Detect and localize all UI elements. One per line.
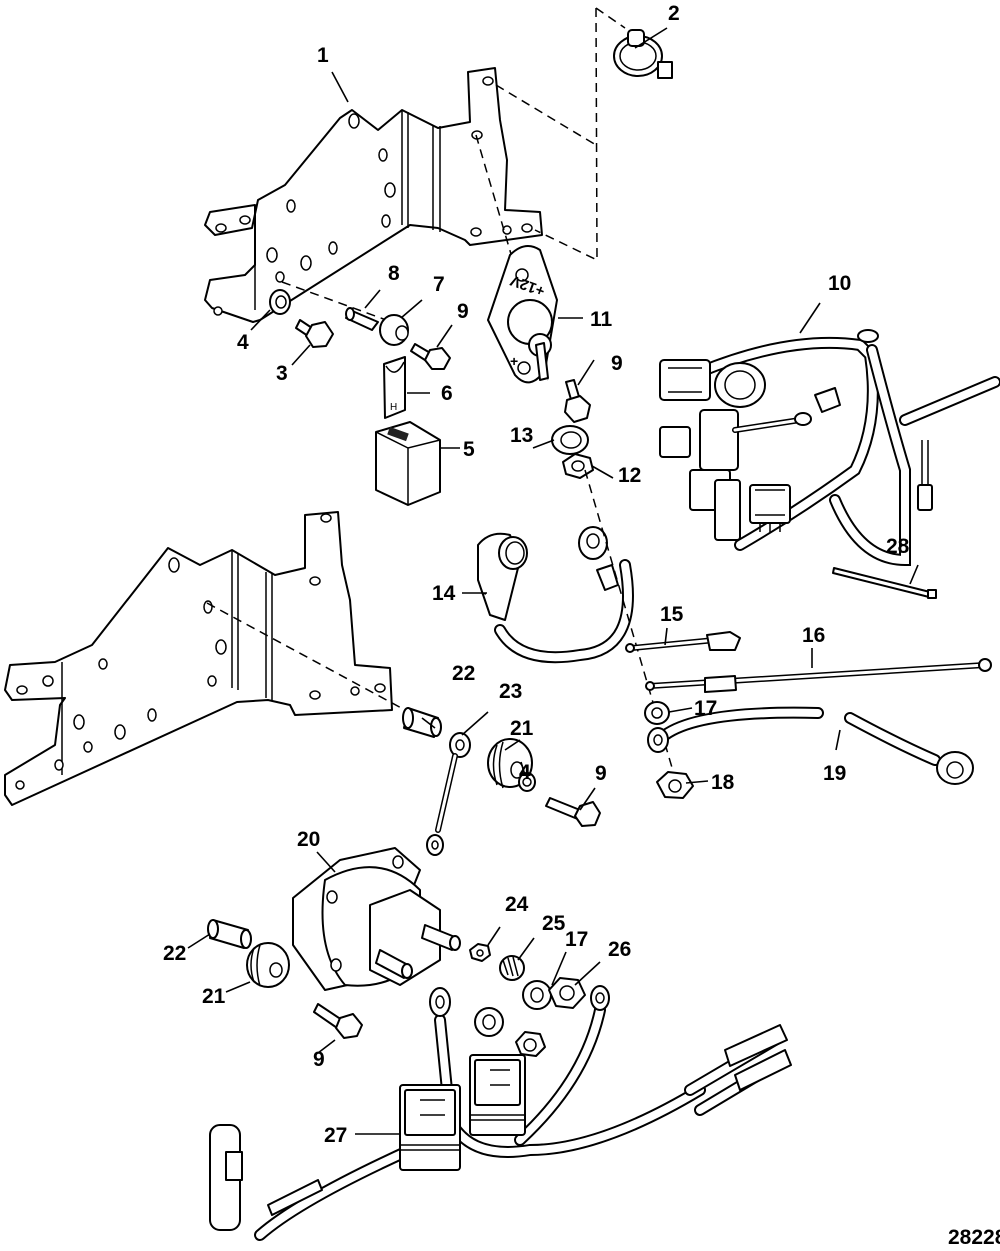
alignment-line bbox=[281, 281, 401, 326]
long-lead-16 bbox=[645, 658, 992, 693]
relay-clip-6: H bbox=[383, 356, 406, 419]
leader-lines bbox=[187, 27, 919, 1135]
callout-5: 5 bbox=[463, 438, 475, 461]
washer-13 bbox=[551, 425, 589, 455]
callout-20: 20 bbox=[297, 828, 320, 851]
upper-mounting-bracket bbox=[204, 67, 543, 323]
alignment-line bbox=[206, 602, 406, 711]
relay-clip-marking: H bbox=[390, 402, 397, 413]
sleeve-8 bbox=[345, 307, 379, 331]
sleeve-22-upper bbox=[402, 707, 442, 738]
washer-4-lower bbox=[518, 772, 536, 792]
callout-28: 28 bbox=[886, 535, 910, 558]
callout-17: 17 bbox=[565, 928, 588, 951]
callout-9: 9 bbox=[611, 352, 623, 375]
callout-6: 6 bbox=[441, 382, 453, 405]
callout-labels: 1 2 3 4 4 5 6 7 8 9 9 9 9 10 11 12 13 14… bbox=[163, 2, 910, 1147]
callout-27: 27 bbox=[324, 1124, 347, 1147]
callout-16: 16 bbox=[802, 624, 825, 647]
figure-number: 28228 bbox=[948, 1226, 1000, 1249]
nut-18 bbox=[656, 771, 694, 799]
callout-1: 1 bbox=[317, 44, 329, 67]
short-lead-15 bbox=[625, 631, 741, 653]
washer-17-upper bbox=[644, 701, 670, 725]
callout-9: 9 bbox=[595, 762, 607, 785]
callout-25: 25 bbox=[542, 912, 566, 935]
callout-23: 23 bbox=[499, 680, 522, 703]
callout-15: 15 bbox=[660, 603, 684, 626]
circuit-breaker-11: +12V + bbox=[487, 245, 558, 384]
washer-4-upper bbox=[269, 289, 291, 315]
relay-5 bbox=[375, 421, 441, 506]
washer-17-lower bbox=[522, 980, 552, 1010]
breaker-terminal-marking: + bbox=[510, 353, 518, 369]
screw-9-lower bbox=[545, 797, 601, 827]
callout-11: 11 bbox=[590, 308, 613, 331]
relay-harness-27 bbox=[209, 985, 792, 1241]
screw-9-breaker bbox=[564, 379, 591, 423]
callout-21: 21 bbox=[202, 985, 226, 1008]
callout-17: 17 bbox=[694, 697, 717, 720]
callout-14: 14 bbox=[432, 582, 456, 605]
screw-9-upper bbox=[410, 343, 451, 370]
callout-22: 22 bbox=[452, 662, 475, 685]
callout-9: 9 bbox=[457, 300, 469, 323]
cable-19 bbox=[647, 706, 974, 785]
sleeve-22-lower bbox=[207, 919, 252, 949]
nut-lower-spare bbox=[515, 1031, 546, 1057]
callout-24: 24 bbox=[505, 893, 529, 916]
callout-9: 9 bbox=[313, 1048, 325, 1071]
screw-3 bbox=[295, 319, 334, 348]
callout-2: 2 bbox=[668, 2, 680, 25]
callout-4: 4 bbox=[237, 331, 249, 354]
callout-4: 4 bbox=[519, 761, 531, 784]
callout-19: 19 bbox=[823, 762, 846, 785]
wiring-harness-10 bbox=[659, 329, 1000, 567]
callout-22: 22 bbox=[163, 942, 186, 965]
callout-8: 8 bbox=[388, 262, 400, 285]
alignment-line bbox=[495, 84, 597, 146]
callout-13: 13 bbox=[510, 424, 533, 447]
alignment-line bbox=[595, 7, 626, 29]
callout-7: 7 bbox=[433, 273, 445, 296]
starter-solenoid-20 bbox=[292, 847, 461, 991]
cable-tie-clamp bbox=[613, 29, 673, 79]
nut-26 bbox=[548, 977, 586, 1009]
callout-3: 3 bbox=[276, 362, 288, 385]
callout-26: 26 bbox=[608, 938, 631, 961]
washer-lower-spare bbox=[474, 1007, 504, 1037]
lower-mounting-bracket bbox=[4, 511, 393, 806]
callout-10: 10 bbox=[828, 272, 851, 295]
alignment-line bbox=[584, 469, 681, 796]
callout-12: 12 bbox=[618, 464, 641, 487]
battery-cable-14 bbox=[477, 526, 634, 664]
nut-24 bbox=[469, 943, 491, 962]
nut-12 bbox=[562, 453, 594, 479]
grommet-7 bbox=[379, 314, 409, 346]
cable-tie-28 bbox=[832, 567, 937, 599]
callout-21: 21 bbox=[510, 717, 534, 740]
screw-9-bottom bbox=[313, 1003, 363, 1039]
boot-25 bbox=[499, 955, 525, 981]
grommet-21-lower bbox=[246, 942, 290, 988]
ground-lead-23 bbox=[426, 732, 471, 856]
callout-18: 18 bbox=[711, 771, 735, 794]
alignment-line bbox=[534, 7, 598, 262]
